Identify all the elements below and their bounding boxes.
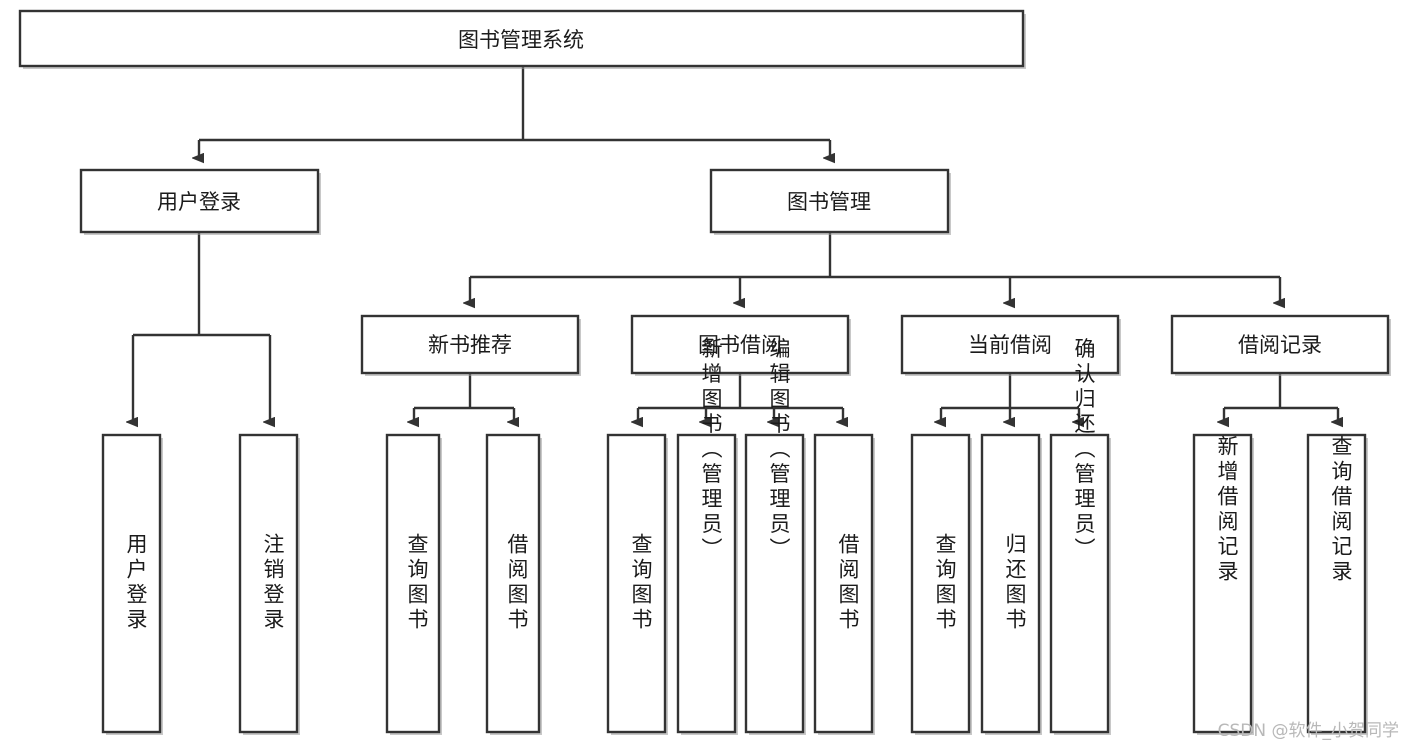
node-user-login-label: 用户登录 bbox=[157, 190, 241, 214]
node-leaf-confirm-return[interactable]: 确认归还（管理员） bbox=[1049, 338, 1111, 736]
node-leaf-add-book-label: 新增图书（管理员） bbox=[699, 338, 723, 563]
node-current-borrow-box[interactable] bbox=[900, 314, 1120, 375]
node-leaf-query-book-3-label: 查询图书 bbox=[933, 533, 957, 633]
connector-layer bbox=[133, 66, 1338, 422]
node-book-borrow-box[interactable] bbox=[630, 314, 850, 375]
node-root-label: 图书管理系统 bbox=[458, 28, 584, 52]
node-leaf-query-book-1-label: 查询图书 bbox=[405, 533, 429, 633]
node-leaf-add-record-label: 新增借阅记录 bbox=[1215, 435, 1239, 585]
node-leaf-add-record-box[interactable] bbox=[1192, 433, 1253, 734]
node-new-book-recommend[interactable]: 新书推荐 bbox=[360, 314, 581, 376]
node-leaf-edit-book[interactable]: 编辑图书（管理员） bbox=[744, 338, 806, 736]
node-leaf-query-book-1[interactable]: 查询图书 bbox=[385, 433, 442, 735]
node-leaf-borrow-book-1-label: 借阅图书 bbox=[505, 533, 529, 633]
node-leaf-confirm-return-label: 确认归还（管理员） bbox=[1072, 338, 1096, 563]
node-leaf-query-record[interactable]: 查询借阅记录 bbox=[1306, 433, 1368, 735]
node-leaf-add-book-box[interactable] bbox=[676, 433, 737, 734]
node-leaf-add-record[interactable]: 新增借阅记录 bbox=[1192, 433, 1254, 735]
node-borrow-record-box[interactable] bbox=[1170, 314, 1390, 375]
node-new-book-recommend-box[interactable] bbox=[360, 314, 580, 375]
node-leaf-user-login[interactable]: 用户登录 bbox=[101, 433, 163, 735]
node-leaf-query-book-2[interactable]: 查询图书 bbox=[606, 433, 668, 735]
node-leaf-add-book[interactable]: 新增图书（管理员） bbox=[676, 338, 738, 736]
node-borrow-record-label: 借阅记录 bbox=[1238, 333, 1322, 357]
node-leaf-query-record-box[interactable] bbox=[1306, 433, 1367, 734]
node-leaf-borrow-book-1-box[interactable] bbox=[485, 433, 541, 734]
node-leaf-query-book-3[interactable]: 查询图书 bbox=[910, 433, 972, 735]
node-user-login[interactable]: 用户登录 bbox=[79, 168, 321, 235]
node-leaf-user-logout-box[interactable] bbox=[238, 433, 299, 734]
node-leaf-edit-book-box[interactable] bbox=[744, 433, 805, 734]
node-book-borrow[interactable]: 图书借阅 bbox=[630, 314, 851, 376]
node-leaf-user-login-label: 用户登录 bbox=[124, 533, 148, 633]
node-leaf-return-book-label: 归还图书 bbox=[1003, 533, 1027, 633]
node-book-manage-box[interactable] bbox=[709, 168, 950, 234]
node-leaf-borrow-book-2-label: 借阅图书 bbox=[836, 533, 860, 633]
node-root-box[interactable] bbox=[18, 9, 1025, 68]
node-current-borrow[interactable]: 当前借阅 bbox=[900, 314, 1121, 376]
node-leaf-user-login-box[interactable] bbox=[101, 433, 162, 734]
node-leaf-query-book-1-box[interactable] bbox=[385, 433, 441, 734]
node-current-borrow-label: 当前借阅 bbox=[968, 333, 1052, 357]
node-leaf-user-logout-label: 注销登录 bbox=[261, 533, 285, 633]
node-leaf-user-logout[interactable]: 注销登录 bbox=[238, 433, 300, 735]
node-leaf-borrow-book-2-box[interactable] bbox=[813, 433, 874, 734]
node-user-login-box[interactable] bbox=[79, 168, 320, 234]
node-leaf-query-record-label: 查询借阅记录 bbox=[1329, 435, 1353, 585]
node-leaf-borrow-book-1[interactable]: 借阅图书 bbox=[485, 433, 542, 735]
node-leaf-edit-book-label: 编辑图书（管理员） bbox=[767, 338, 791, 563]
node-book-manage-label: 图书管理 bbox=[787, 190, 871, 214]
node-leaf-query-book-2-label: 查询图书 bbox=[629, 533, 653, 633]
node-book-manage[interactable]: 图书管理 bbox=[709, 168, 951, 235]
node-borrow-record[interactable]: 借阅记录 bbox=[1170, 314, 1391, 376]
node-leaf-query-book-3-box[interactable] bbox=[910, 433, 971, 734]
node-leaf-confirm-return-box[interactable] bbox=[1049, 433, 1110, 734]
node-new-book-recommend-label: 新书推荐 bbox=[428, 333, 512, 357]
node-leaf-borrow-book-2[interactable]: 借阅图书 bbox=[813, 433, 875, 735]
node-leaf-return-book[interactable]: 归还图书 bbox=[980, 433, 1042, 735]
node-leaf-query-book-2-box[interactable] bbox=[606, 433, 667, 734]
node-leaf-return-book-box[interactable] bbox=[980, 433, 1041, 734]
node-book-borrow-label: 图书借阅 bbox=[698, 333, 782, 357]
node-root[interactable]: 图书管理系统 bbox=[18, 9, 1026, 69]
